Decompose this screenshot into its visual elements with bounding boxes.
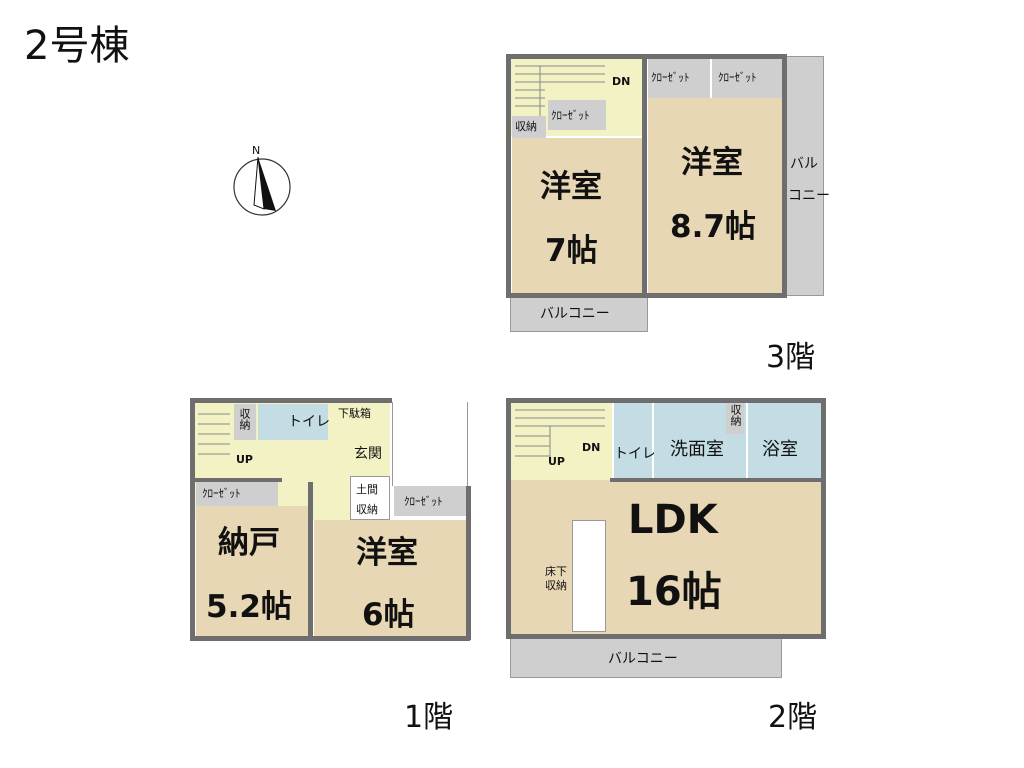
f3-western-right (648, 98, 782, 294)
f3-western-right-size: 8.7帖 (670, 209, 756, 245)
f3-closet-a (648, 58, 710, 98)
f1-wall-mid (308, 482, 313, 640)
f1-closet-right-label: ｸﾛｰｾﾞｯﾄ (404, 495, 443, 508)
f3-closet-b (712, 58, 782, 98)
f3-closet-small (548, 100, 606, 130)
f2-up-label: UP (548, 455, 565, 468)
f2-washroom-label: 洗面室 (670, 439, 724, 460)
f2-wall-top (506, 398, 826, 403)
f1-closet-left-label: ｸﾛｰｾﾞｯﾄ (202, 487, 241, 500)
f1-shoebox-label: 下駄箱 (338, 407, 371, 420)
f3-balcony-side-label-1: バル (790, 156, 818, 172)
f1-entrance-porch (392, 402, 468, 486)
building-title: 2号棟 (24, 23, 130, 69)
f1-nando-size: 5.2帖 (206, 589, 292, 625)
f1-nando-name: 納戸 (218, 525, 280, 561)
compass-icon (233, 156, 291, 216)
f1-up-label: UP (236, 453, 253, 466)
f1-closet-right (394, 486, 466, 516)
f3-closet-b-label: ｸﾛｰｾﾞｯﾄ (718, 71, 757, 84)
f2-bath (748, 402, 822, 480)
f2-stairs-icon (515, 409, 605, 462)
f1-western-size: 6帖 (362, 597, 415, 633)
f1-stairs-icon (198, 413, 230, 455)
f3-storage (512, 116, 546, 138)
f2-ldk-name: LDK (628, 497, 718, 543)
f3-closet-small-label: ｸﾛｰｾﾞｯﾄ (551, 109, 590, 122)
f3-dn-label: DN (612, 75, 631, 88)
f3-western-left-size: 7帖 (545, 233, 598, 269)
f2-bath-label: 浴室 (762, 439, 798, 460)
north-compass: N (232, 145, 294, 217)
f1-closet-left (196, 482, 278, 506)
f1-doma-storage-label-1: 土間 (356, 483, 378, 496)
f2-stair-hall (510, 402, 612, 480)
f2-underfloor-label-1: 床下 (545, 565, 567, 578)
f2-toilet (614, 402, 652, 480)
f2-ldk (510, 480, 822, 636)
f3-wall-left (506, 54, 511, 298)
f3-wall-mid (642, 54, 647, 298)
f3-western-left (512, 138, 642, 294)
f2-toilet-label: トイレ (614, 446, 656, 462)
compass-north-label: N (252, 144, 261, 157)
f1-wall-left (190, 398, 195, 640)
f1-western (314, 520, 466, 636)
f3-balcony-bottom (510, 296, 648, 332)
f2-wall-right (821, 398, 826, 639)
f1-toilet-label: トイレ (288, 414, 330, 430)
f1-doma-storage-label-2: 収納 (356, 503, 378, 516)
f3-stairs-icon (515, 65, 605, 116)
f1-toilet (258, 404, 328, 440)
f1-wall-closet-line (190, 478, 282, 482)
f2-kitchen-counter (572, 520, 606, 632)
f1-stair-storage (234, 404, 256, 440)
f2-wall-left (506, 398, 511, 639)
f2-dn-label: DN (582, 441, 601, 454)
f1-nando (196, 506, 308, 636)
f3-closet-a-label: ｸﾛｰｾﾞｯﾄ (651, 71, 690, 84)
floor-3-label: 3階 (766, 340, 816, 375)
f1-entrance-label: 玄関 (354, 446, 382, 462)
f1-wall-top (190, 398, 392, 403)
f3-western-right-name: 洋室 (681, 145, 743, 181)
f3-balcony-side-label-2: コニー (788, 188, 830, 204)
f1-stair-storage-label: 収納 (238, 408, 251, 430)
f1-wall-bottom (190, 636, 470, 641)
f2-balcony-label: バルコニー (608, 651, 678, 667)
f2-ldk-size: 16帖 (626, 569, 722, 615)
f3-balcony-side (786, 56, 824, 296)
f2-underfloor-label-2: 収納 (545, 579, 567, 592)
f3-western-left-name: 洋室 (540, 169, 602, 205)
floor-1-label: 1階 (404, 700, 454, 735)
f3-storage-label: 収納 (515, 120, 537, 133)
f3-balcony-bottom-label: バルコニー (540, 306, 610, 322)
f2-wall-bottom (506, 634, 826, 639)
f1-western-name: 洋室 (356, 535, 418, 571)
f1-wall-right (466, 486, 471, 640)
f2-wall-mid (610, 478, 824, 482)
f2-storage (726, 402, 744, 434)
f3-wall-right (782, 54, 787, 298)
f2-storage-label: 収納 (729, 404, 742, 426)
f1-doma-storage (350, 476, 390, 520)
floor-2-label: 2階 (768, 700, 818, 735)
